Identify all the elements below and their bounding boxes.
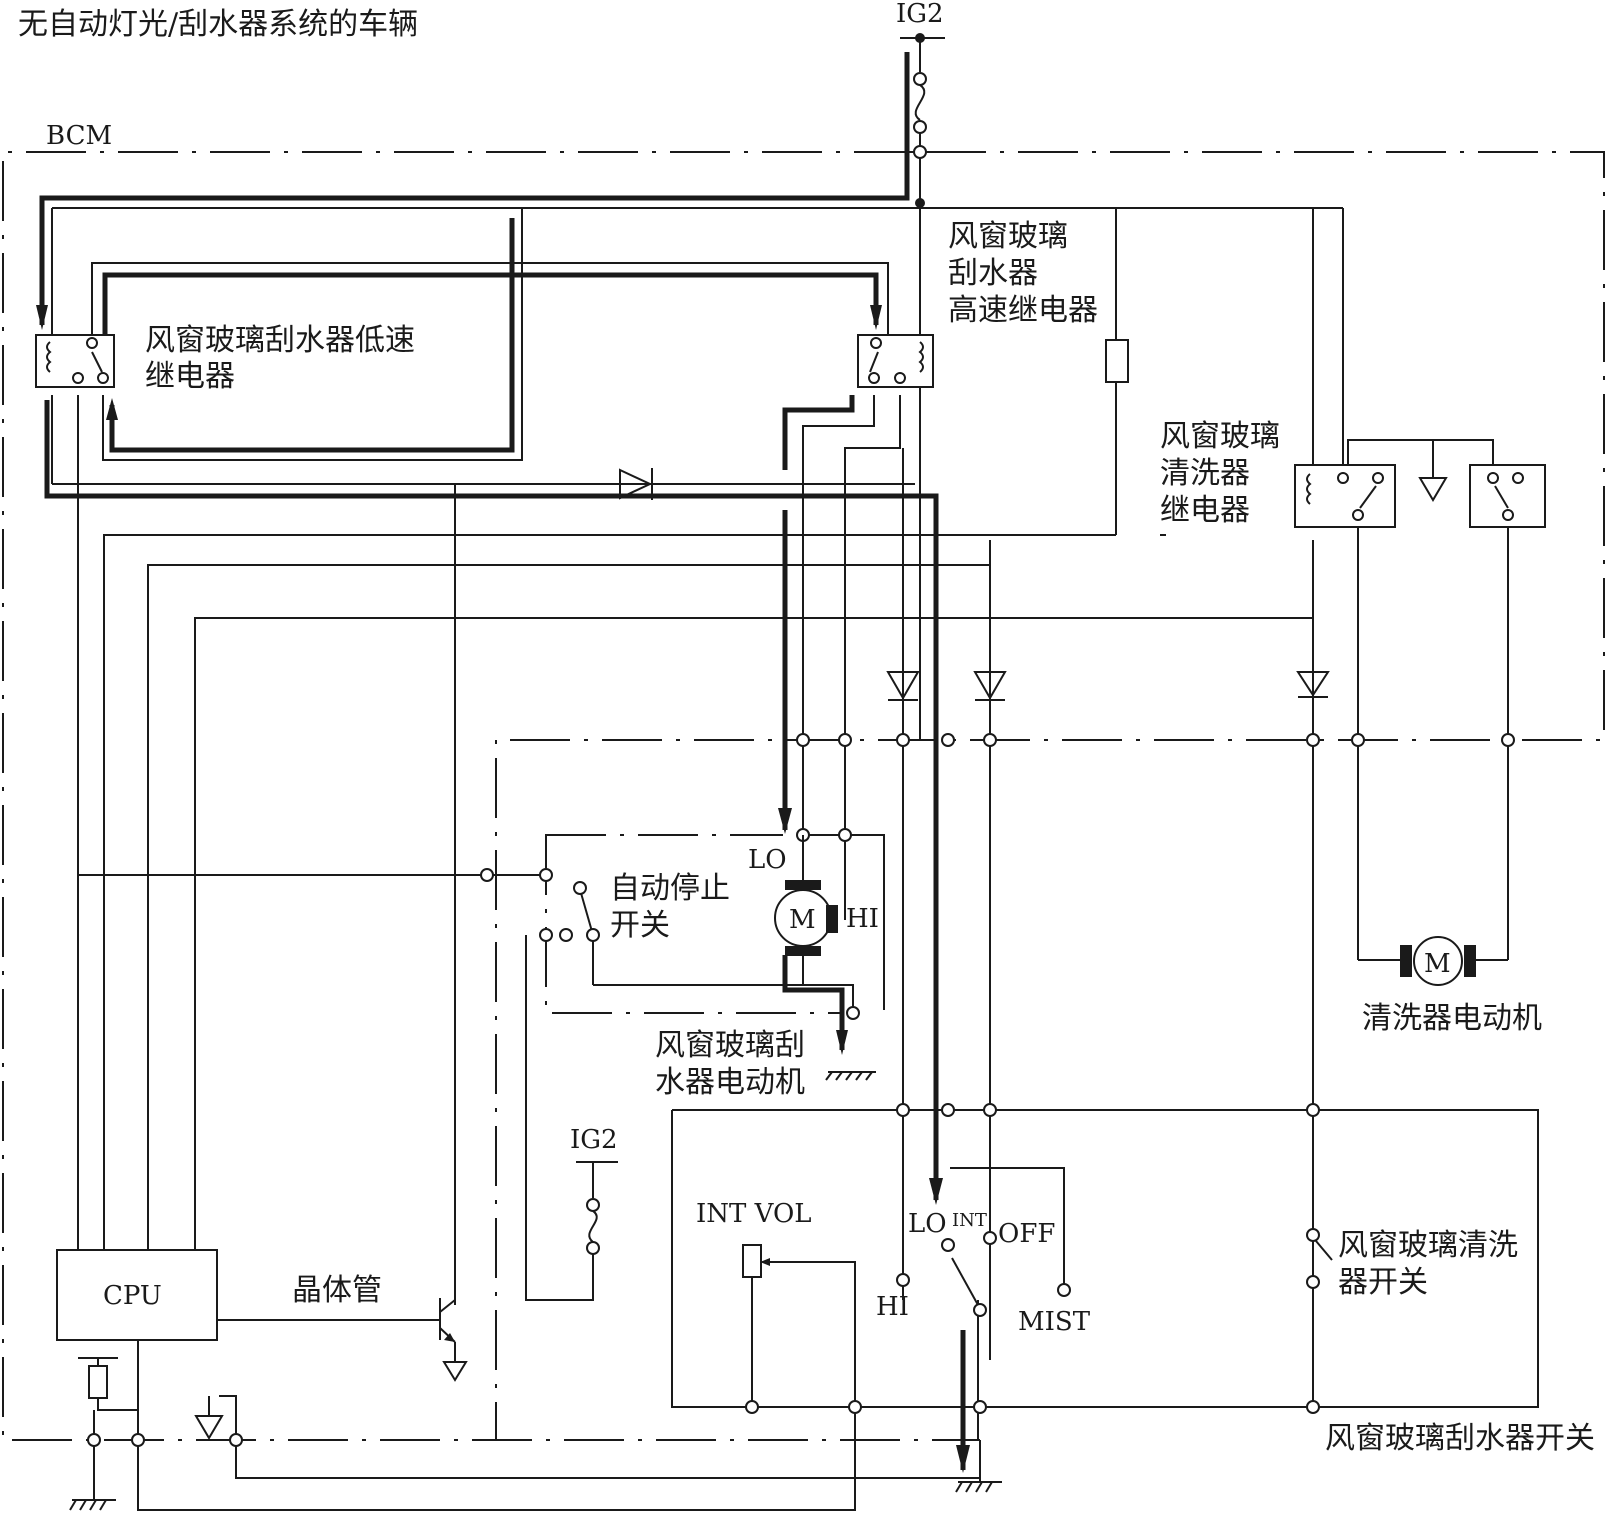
auto-stop-switch [480, 868, 600, 942]
high-relay-label-1: 风窗玻璃 [948, 219, 1068, 254]
low-relay-label-1: 风窗玻璃刮水器低速 [145, 323, 415, 358]
low-speed-relay [35, 334, 115, 388]
ig2-bottom-label: IG2 [570, 1125, 618, 1155]
washer-motor [1358, 936, 1508, 986]
cpu-label: CPU [103, 1281, 162, 1311]
transistor-label: 晶体管 [292, 1273, 382, 1308]
washer-motor-symbol: M [1424, 949, 1451, 979]
wiper-switch-ground [955, 1440, 1002, 1493]
wiper-switch-contacts [896, 1231, 1071, 1317]
switch-int-label: INT [952, 1210, 987, 1231]
resistor-high-relay [1105, 339, 1129, 383]
cpu-box [56, 1249, 218, 1341]
high-relay-label-3: 高速继电器 [948, 293, 1098, 328]
wiper-motor-frame [545, 834, 844, 1014]
washer-motor-label: 清洗器电动机 [1362, 1001, 1542, 1036]
autostop-label-1: 自动停止 [610, 871, 730, 906]
cpu-resistor [78, 1357, 118, 1399]
int-vol-label: INT VOL [696, 1199, 812, 1229]
washer-relay-label-1: 风窗玻璃 [1160, 419, 1280, 454]
motor-lo-label: LO [748, 845, 787, 875]
washer-relay-label-3: 继电器 [1160, 493, 1250, 528]
wiper-motor-label-2: 水器电动机 [655, 1065, 805, 1100]
thick-current-path [36, 52, 970, 1473]
diode-upper [619, 468, 653, 500]
bcm-label: BCM [46, 121, 112, 151]
thin-wiring [51, 207, 1509, 1511]
diode-washer [1296, 671, 1330, 698]
washer-switch-label-2: 器开关 [1338, 1265, 1428, 1300]
autostop-label-2: 开关 [610, 908, 670, 943]
int-vol-resistor [742, 1244, 770, 1278]
diode-hi [886, 671, 920, 701]
washer-relay [1294, 464, 1546, 528]
switch-off-label: OFF [998, 1219, 1055, 1249]
junction-row-lower [745, 1103, 1320, 1414]
washer-switch [1306, 1228, 1333, 1289]
motor-hi-label: HI [846, 904, 879, 934]
high-relay-label-2: 刮水器 [948, 256, 1038, 291]
ig2-top-label: IG2 [896, 0, 944, 29]
diagram-title: 无自动灯光/刮水器系统的车辆 [18, 7, 418, 42]
switch-lo-label: LO [908, 1209, 947, 1239]
wiper-motor-label-1: 风窗玻璃刮 [655, 1028, 805, 1063]
ig2-bottom-supply [576, 1161, 618, 1255]
wiper-motor-ground [825, 1071, 876, 1081]
bcm-boundary [2, 151, 1605, 1441]
transistor [439, 1298, 468, 1382]
switch-hi-label: HI [876, 1292, 909, 1322]
wiper-switch-frame [671, 1109, 1539, 1408]
high-speed-relay [857, 334, 934, 388]
wiper-motor-symbol: M [789, 905, 816, 935]
washer-switch-label-1: 风窗玻璃清洗 [1338, 1228, 1518, 1263]
cpu-ground-triangle [194, 1396, 224, 1440]
low-relay-label-2: 继电器 [145, 359, 235, 394]
junction-row-upper [796, 733, 1515, 747]
cpu-ground [69, 1433, 243, 1511]
washer-relay-label-2: 清洗器 [1160, 456, 1250, 491]
diode-mid [973, 671, 1007, 701]
wiper-motor [774, 835, 838, 985]
wiper-switch-label: 风窗玻璃刮水器开关 [1325, 1421, 1595, 1456]
switch-mist-label: MIST [1018, 1307, 1091, 1337]
